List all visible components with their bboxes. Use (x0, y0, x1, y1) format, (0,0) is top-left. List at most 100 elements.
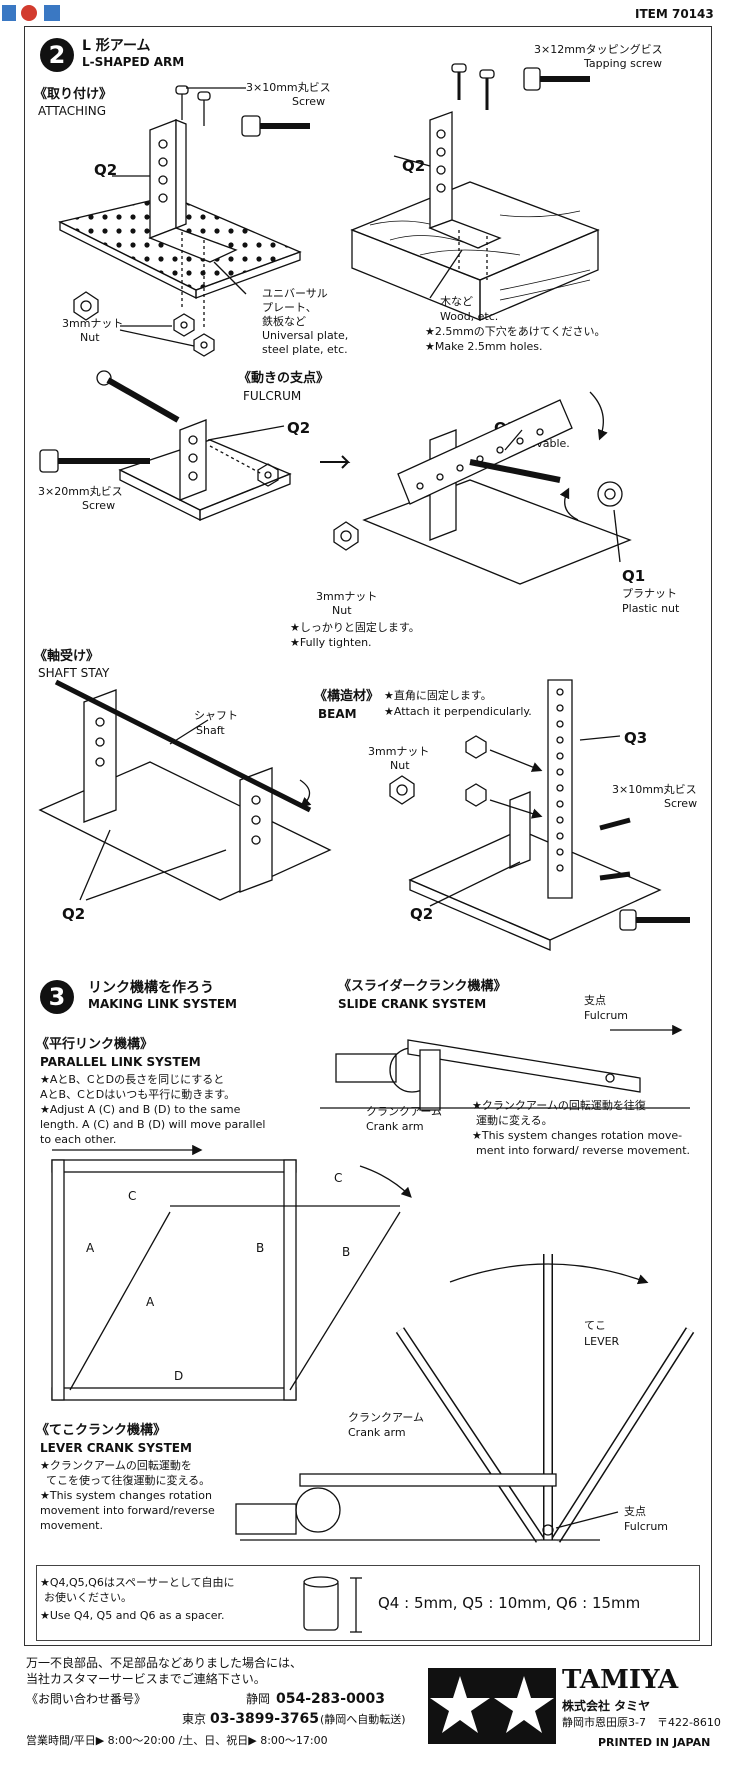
footer-company: 株式会社 タミヤ (562, 1699, 651, 1713)
beam-heading-jp: 《構造材》 (314, 689, 380, 704)
fulcrum-tighten-jp: ★しっかりと固定します。 (290, 621, 420, 634)
spacer-note-box (36, 1565, 700, 1641)
lever-crank-en: Crank arm (348, 1426, 406, 1439)
slide-fulcrum-en: Fulcrum (584, 1009, 629, 1022)
parallel-label-a-2: A (146, 1295, 155, 1309)
beam-part-q3: Q3 (624, 729, 648, 747)
plate-label-en-1: Universal plate, (262, 329, 349, 342)
spacer-sizes: Q4 : 5mm, Q5 : 10mm, Q6 : 15mm (378, 1594, 641, 1612)
footer-address: 静岡市恩田原3-7 〒422-8610 (562, 1716, 721, 1729)
footer-tokyo-label: 東京 (182, 1712, 207, 1726)
step-number-2: 2 (40, 38, 74, 72)
slide-fulcrum-jp: 支点 (584, 994, 606, 1007)
movable-label-en: Movable. (520, 437, 570, 450)
parallel-desc-jp-1: ★AとB、CとDの長さを同じにすると (40, 1073, 225, 1086)
beam-screw-jp: 3×10mm丸ビス (612, 783, 697, 796)
footer-tokyo-note: (静岡へ自動転送) (320, 1713, 406, 1726)
footer-hours: 営業時間/平日▶ 8:00〜20:00 /土、日、祝日▶ 8:00〜17:00 (26, 1734, 328, 1747)
beam-nut-en: Nut (390, 759, 410, 772)
lever-desc-en-3: movement. (40, 1519, 103, 1532)
spacer-note-jp-2: お使いください。 (44, 1591, 132, 1604)
beam-screw-en: Screw (664, 797, 698, 810)
wood-hole-note-en: ★Make 2.5mm holes. (425, 340, 543, 353)
lever-crank-jp: クランクアーム (348, 1411, 425, 1424)
parallel-label-b-1: B (256, 1241, 265, 1255)
plate-label-jp-2: プレート、 (262, 301, 317, 314)
wood-screw-jp: 3×12mmタッピングビス (534, 43, 663, 56)
fulcrum-screw-jp: 3×20mm丸ビス (38, 485, 123, 498)
plastic-nut-jp: プラナット (622, 587, 677, 600)
lever-heading-jp: 《てこクランク機構》 (36, 1423, 167, 1438)
plate-label-jp-1: ユニバーサル (262, 287, 328, 300)
footer-tokyo-phone: 03-3899-3765 (210, 1711, 320, 1727)
fulcrum-part-q3: Q3 (494, 419, 518, 437)
lever-fulcrum-en: Fulcrum (624, 1520, 669, 1533)
shaft-label-en: Shaft (196, 724, 225, 737)
lever-desc-jp-2: てこを使って往復運動に変える。 (46, 1474, 211, 1487)
parallel-desc-jp-2: AとB、CとDはいつも平行に動きます。 (40, 1088, 236, 1101)
lever-heading-en: LEVER CRANK SYSTEM (40, 1441, 192, 1455)
site-logo-icon (2, 5, 60, 21)
lever-label-en: LEVER (584, 1335, 620, 1348)
spacer-note-jp-1: ★Q4,Q5,Q6はスペーサーとして自由に (40, 1576, 235, 1589)
shaft-heading-jp: 《軸受け》 (34, 649, 100, 664)
attaching-heading-en: ATTACHING (38, 104, 107, 118)
wood-label-jp: 木など (440, 295, 473, 308)
spacer-note-en: ★Use Q4, Q5 and Q6 as a spacer. (40, 1609, 225, 1622)
lever-label-jp: てこ (584, 1319, 606, 1332)
shaft-heading-en: SHAFT STAY (38, 666, 110, 680)
beam-part-q2: Q2 (410, 905, 434, 923)
parallel-desc-en-3: to each other. (40, 1133, 117, 1146)
parallel-desc-en-1: ★Adjust A (C) and B (D) to the same (40, 1103, 241, 1116)
instruction-frame (24, 26, 712, 1646)
slide-desc-en-2: ment into forward/ reverse movement. (476, 1144, 691, 1157)
parallel-label-c-1: C (128, 1189, 137, 1203)
beam-heading-en: BEAM (318, 707, 357, 721)
plate-label-en-2: steel plate, etc. (262, 343, 348, 356)
slide-heading-en: SLIDE CRANK SYSTEM (338, 997, 487, 1011)
site-logo (2, 2, 64, 24)
wood-part-q2: Q2 (402, 157, 426, 175)
wood-label-en: Wood, etc. (440, 310, 499, 323)
slide-crank-en: Crank arm (366, 1120, 424, 1133)
fulcrum-heading-jp: 《動きの支点》 (238, 371, 330, 386)
footer-inquiry: 《お問い合わせ番号》 (26, 1692, 147, 1706)
plate-label-jp-3: 鉄板など (262, 315, 306, 328)
item-number: ITEM 70143 (635, 7, 714, 21)
beam-nut-jp: 3mmナット (368, 745, 430, 758)
plastic-nut-en: Plastic nut (622, 602, 680, 615)
attaching-nut-jp: 3mmナット (62, 317, 124, 330)
parallel-label-b-2: B (342, 1245, 351, 1259)
step2-title-jp: L 形アーム (82, 38, 151, 54)
movable-label-jp: 可動 (520, 421, 542, 434)
lever-desc-jp-1: ★クランクアームの回転運動を (40, 1459, 192, 1472)
footer-line-1: 万一不良部品、不足部品などありました場合には、 (26, 1656, 303, 1670)
slide-desc-en-1: ★This system changes rotation move- (472, 1129, 683, 1142)
attaching-nut-en: Nut (80, 331, 100, 344)
step2-title-en: L-SHAPED ARM (82, 55, 185, 69)
attaching-screw-jp: 3×10mm丸ビス (246, 81, 331, 94)
slide-heading-jp: 《スライダークランク機構》 (338, 979, 507, 994)
wood-hole-note-jp: ★2.5mmの下穴をあけてください。 (425, 325, 606, 338)
lever-desc-en-2: movement into forward/reverse (40, 1504, 215, 1517)
footer-printed: PRINTED IN JAPAN (598, 1736, 711, 1749)
lever-desc-en-1: ★This system changes rotation (40, 1489, 212, 1502)
step3-title-jp: リンク機構を作ろう (88, 980, 214, 996)
step-number-3: 3 (40, 980, 74, 1014)
fulcrum-part-q2: Q2 (287, 419, 311, 437)
parallel-label-c-2: C (334, 1171, 343, 1185)
parallel-label-d: D (174, 1369, 184, 1383)
parallel-heading-en: PARALLEL LINK SYSTEM (40, 1055, 201, 1069)
fulcrum-part-q1: Q1 (622, 567, 646, 585)
fulcrum-nut-jp: 3mmナット (316, 590, 378, 603)
lever-fulcrum-jp: 支点 (624, 1505, 646, 1518)
fulcrum-nut-en: Nut (332, 604, 352, 617)
attaching-heading-jp: 《取り付け》 (34, 87, 113, 102)
fulcrum-screw-en: Screw (82, 499, 116, 512)
footer-brand: TAMIYA (562, 1665, 679, 1695)
step3-title-en: MAKING LINK SYSTEM (88, 997, 237, 1011)
footer-shizuoka-phone: 054-283-0003 (276, 1691, 386, 1707)
shaft-label-jp: シャフト (194, 709, 238, 722)
parallel-label-a-1: A (86, 1241, 95, 1255)
parallel-desc-en-2: length. A (C) and B (D) will move parall… (40, 1118, 266, 1131)
